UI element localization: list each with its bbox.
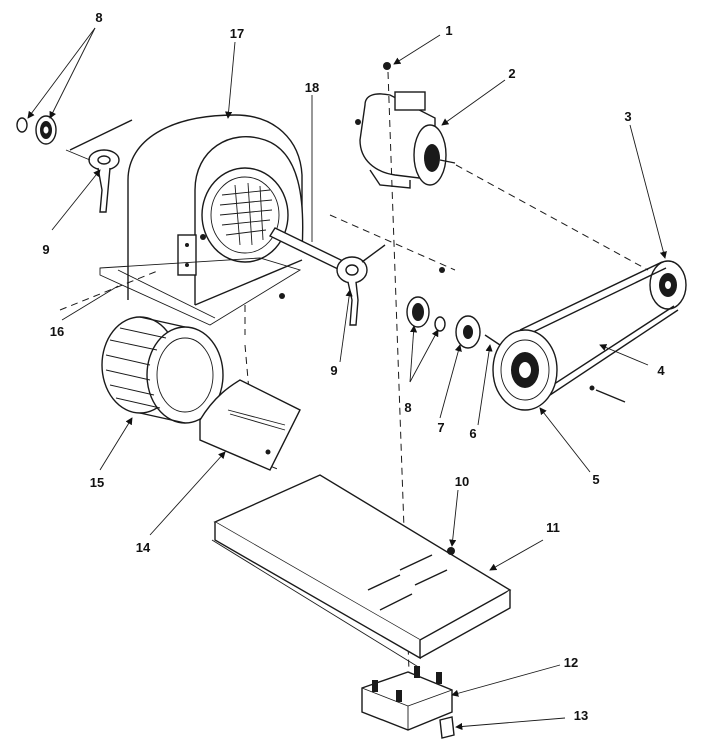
bearing-bracket-part-9-left: [65, 119, 133, 213]
bearing-part-8-top: [16, 115, 57, 145]
callout-9-right: 9: [330, 363, 337, 378]
motor-part-2: [355, 91, 456, 189]
blower-wheel-part-15: [101, 316, 224, 424]
callout-1: 1: [445, 23, 452, 38]
bearing-bracket-part-9-right: [336, 244, 386, 326]
bolt-part-1: [383, 62, 391, 70]
blower-wheel-inside: [219, 182, 273, 246]
screw: [439, 267, 445, 273]
cutoff-plate-part-14: [199, 379, 301, 471]
callout-16: 16: [50, 324, 64, 339]
base-plate-part-11: [211, 474, 512, 669]
callout-8-middle: 8: [404, 400, 411, 415]
centerline-housing-left: [59, 269, 161, 311]
belt-part-4: [519, 261, 679, 396]
callout-9-left: 9: [42, 242, 49, 257]
centerline-vertical: [387, 71, 411, 701]
bearing-part-8-middle: [406, 296, 446, 332]
motor-pulley-part-3: [649, 260, 687, 310]
callout-17: 17: [230, 26, 244, 41]
callout-15: 15: [90, 475, 104, 490]
callout-13: 13: [574, 708, 588, 723]
callout-3: 3: [624, 109, 631, 124]
callout-18: 18: [305, 80, 319, 95]
callout-6: 6: [469, 426, 476, 441]
hub-part-7: [455, 315, 481, 349]
centerline-motor-pulley: [455, 164, 649, 271]
callout-7: 7: [437, 420, 444, 435]
callout-4: 4: [657, 363, 665, 378]
callout-8-top: 8: [95, 10, 102, 25]
callout-11: 11: [546, 520, 560, 535]
blower-housing-part-17: [99, 114, 304, 326]
screw: [279, 293, 285, 299]
callout-2: 2: [508, 66, 515, 81]
blower-pulley-part-5: [492, 329, 626, 411]
callout-10: 10: [455, 474, 469, 489]
bushing-part-6: [484, 334, 501, 346]
leader-lines: [27, 27, 667, 731]
callout-14: 14: [136, 540, 151, 555]
centerline-shaft: [329, 214, 456, 271]
callout-labels: 1 2 3 4 5 6 7 8 8 9 9 10 11 12 13 14 15 …: [42, 10, 665, 723]
callout-12: 12: [564, 655, 578, 670]
isolator-part-12: [361, 666, 453, 731]
callout-5: 5: [592, 472, 599, 487]
clip-part-13: [439, 716, 455, 739]
